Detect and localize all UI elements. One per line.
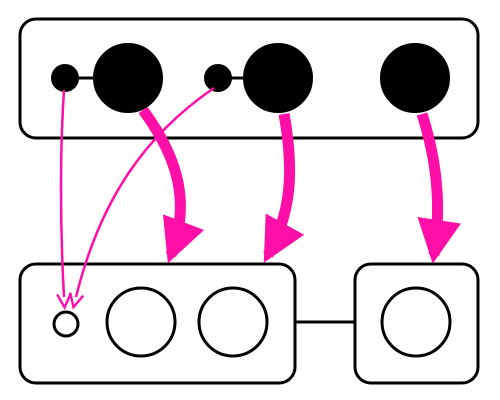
- arrow-small-dot-1-to-tiny-circle: [61, 89, 64, 297]
- large-dot-1: [93, 43, 163, 113]
- small-dot-2: [204, 64, 232, 92]
- large-dot-2: [243, 43, 313, 113]
- circle-2: [197, 286, 269, 358]
- tiny-circle: [52, 310, 80, 338]
- circle-3: [380, 286, 452, 358]
- small-dot-1: [51, 64, 79, 92]
- arrow-large-dot-3-to-circle-3: [416, 112, 461, 264]
- arrow-large-dot-2-to-circle-2: [263, 113, 305, 263]
- arrow-large-dot-1-to-circle-1: [138, 106, 205, 264]
- large-dot-3: [380, 43, 450, 113]
- circle-1: [105, 286, 177, 358]
- arrow-small-dot-2-to-tiny-circle: [76, 86, 215, 297]
